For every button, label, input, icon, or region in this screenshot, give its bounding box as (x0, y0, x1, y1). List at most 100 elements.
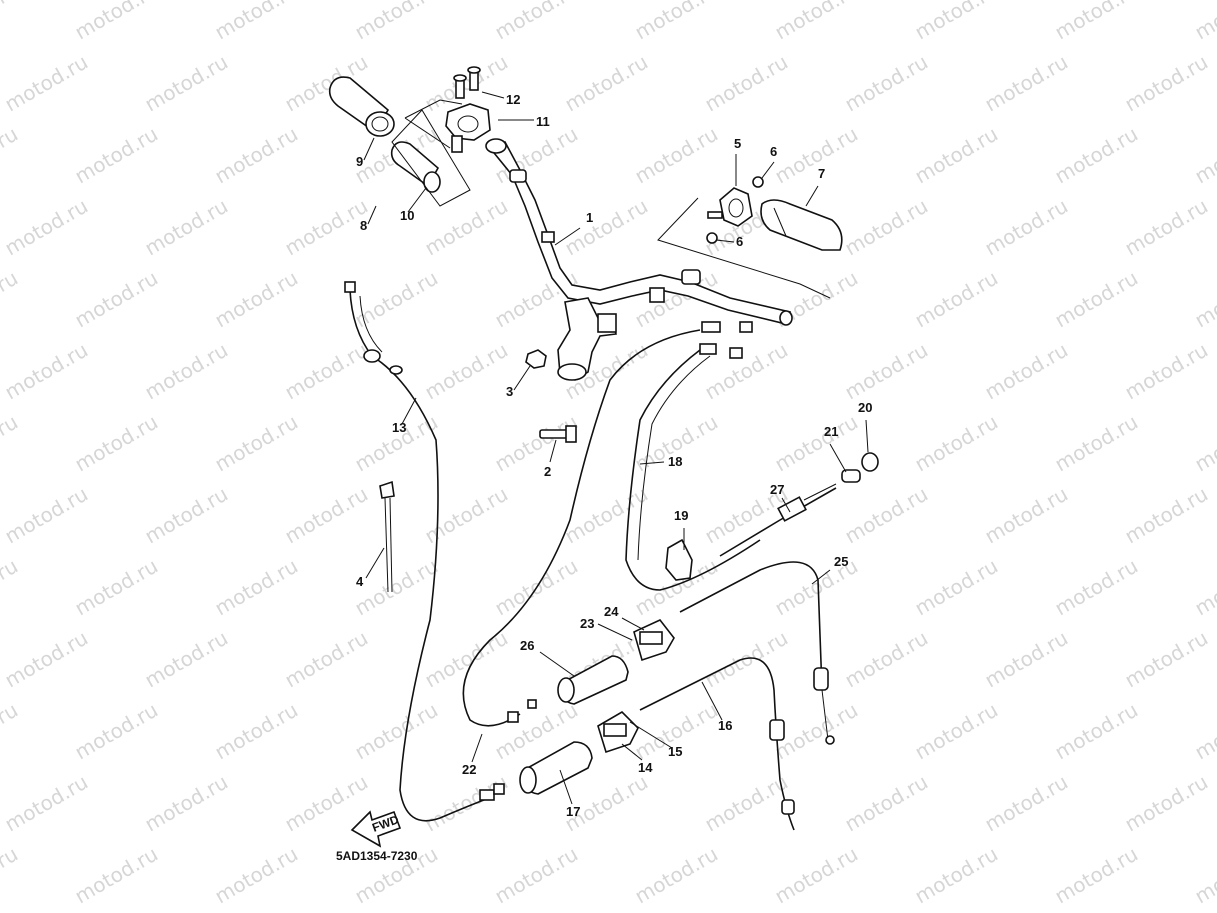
watermark-text: motod.ru (0, 410, 22, 477)
watermark-text: motod.ru (1191, 266, 1217, 333)
grip-17 (519, 741, 593, 795)
watermark-text: motod.ru (0, 842, 22, 909)
callout-22: 22 (462, 762, 476, 777)
leader-line (701, 681, 723, 721)
watermark-text: motod.ru (841, 770, 932, 837)
watermark-text: motod.ru (1, 482, 92, 549)
leader-line (481, 91, 505, 99)
callout-16: 16 (718, 718, 732, 733)
watermark-text: motod.ru (911, 410, 1002, 477)
watermark-text: motod.ru (71, 554, 162, 621)
watermark-text: motod.ru (421, 194, 512, 261)
watermark-text: motod.ru (211, 122, 302, 189)
watermark-text: motod.ru (911, 842, 1002, 909)
watermark-text: motod.ru (0, 0, 22, 44)
watermark-text: motod.ru (421, 626, 512, 693)
watermark-text: motod.ru (1191, 842, 1217, 909)
watermark-text: motod.ru (281, 482, 372, 549)
watermark-text: motod.ru (491, 410, 582, 477)
watermark-text: motod.ru (911, 266, 1002, 333)
switch-15 (597, 710, 639, 754)
watermark-text: motod.ru (631, 842, 722, 909)
watermark-text: motod.ru (351, 554, 442, 621)
watermark-text: motod.ru (0, 266, 22, 333)
leader-line (639, 461, 665, 465)
leader-line (554, 227, 581, 246)
leader-line (407, 187, 427, 213)
watermark-text: motod.ru (1, 194, 92, 261)
watermark-text: motod.ru (71, 410, 162, 477)
leader-line (539, 651, 575, 677)
cable-22 (462, 321, 753, 727)
callout-7: 7 (818, 166, 825, 181)
leader-line (365, 547, 385, 579)
watermark-text: motod.ru (1, 338, 92, 405)
callout-19: 19 (674, 508, 688, 523)
left-grip-assembly (328, 76, 471, 207)
watermark-text: motod.ru (211, 266, 302, 333)
watermark-text: motod.ru (1051, 554, 1142, 621)
leader-line (549, 439, 557, 463)
watermark-text: motod.ru (211, 842, 302, 909)
watermark-text: motod.ru (421, 338, 512, 405)
nut-20 (861, 452, 879, 472)
watermark-text: motod.ru (561, 482, 652, 549)
watermark-text: motod.ru (211, 554, 302, 621)
watermark-text: motod.ru (141, 482, 232, 549)
watermark-text: motod.ru (841, 194, 932, 261)
watermark-text: motod.ru (1051, 410, 1142, 477)
leader-line (367, 205, 377, 225)
watermark-text: motod.ru (561, 194, 652, 261)
callout-8: 8 (360, 218, 367, 233)
callout-18: 18 (668, 454, 682, 469)
watermark-text: motod.ru (211, 698, 302, 765)
cable-18 (625, 343, 761, 591)
watermark-text: motod.ru (981, 482, 1072, 549)
callout-17: 17 (566, 804, 580, 819)
watermark-text: motod.ru (981, 626, 1072, 693)
watermark-text: motod.ru (911, 0, 1002, 44)
watermark-text: motod.ru (701, 50, 792, 117)
watermark-text: motod.ru (911, 554, 1002, 621)
diagram-code: 5AD1354-7230 (336, 849, 418, 863)
watermark-text: motod.ru (841, 50, 932, 117)
watermark-text: motod.ru (1121, 770, 1212, 837)
handlebar (485, 138, 793, 326)
watermark-text: motod.ru (1121, 50, 1212, 117)
watermark-text: motod.ru (71, 698, 162, 765)
watermark-text: motod.ru (1191, 554, 1217, 621)
watermark-text: motod.ru (771, 0, 862, 44)
grip-26 (557, 655, 629, 705)
watermark-text: motod.ru (771, 122, 862, 189)
watermark-text: motod.ru (1, 50, 92, 117)
watermark-text: motod.ru (421, 482, 512, 549)
watermark-text: motod.ru (491, 842, 582, 909)
watermark-text: motod.ru (141, 770, 232, 837)
callout-27: 27 (770, 482, 784, 497)
cable-tie-4 (379, 480, 395, 593)
callout-15: 15 (668, 744, 682, 759)
callout-6: 6 (770, 144, 777, 159)
callout-13: 13 (392, 420, 406, 435)
watermark-text: motod.ru (0, 122, 22, 189)
watermark-text: motod.ru (701, 770, 792, 837)
callout-20: 20 (858, 400, 872, 415)
watermark-text: motod.ru (1051, 0, 1142, 44)
watermark-text: motod.ru (771, 410, 862, 477)
leader-line (761, 161, 775, 179)
callout-11: 11 (536, 114, 550, 129)
leader-line (715, 239, 735, 243)
watermark-text: motod.ru (1121, 482, 1212, 549)
leader-line (865, 419, 869, 453)
watermark-text: motod.ru (841, 338, 932, 405)
cable-25 (679, 561, 835, 745)
watermark-text: motod.ru (981, 50, 1072, 117)
watermark-text: motod.ru (71, 842, 162, 909)
watermark-text: motod.ru (1051, 266, 1142, 333)
bracket-19 (665, 538, 693, 581)
callout-3: 3 (506, 384, 513, 399)
leader-line (781, 497, 791, 513)
watermark-text: motod.ru (981, 338, 1072, 405)
watermark-text: motod.ru (141, 50, 232, 117)
